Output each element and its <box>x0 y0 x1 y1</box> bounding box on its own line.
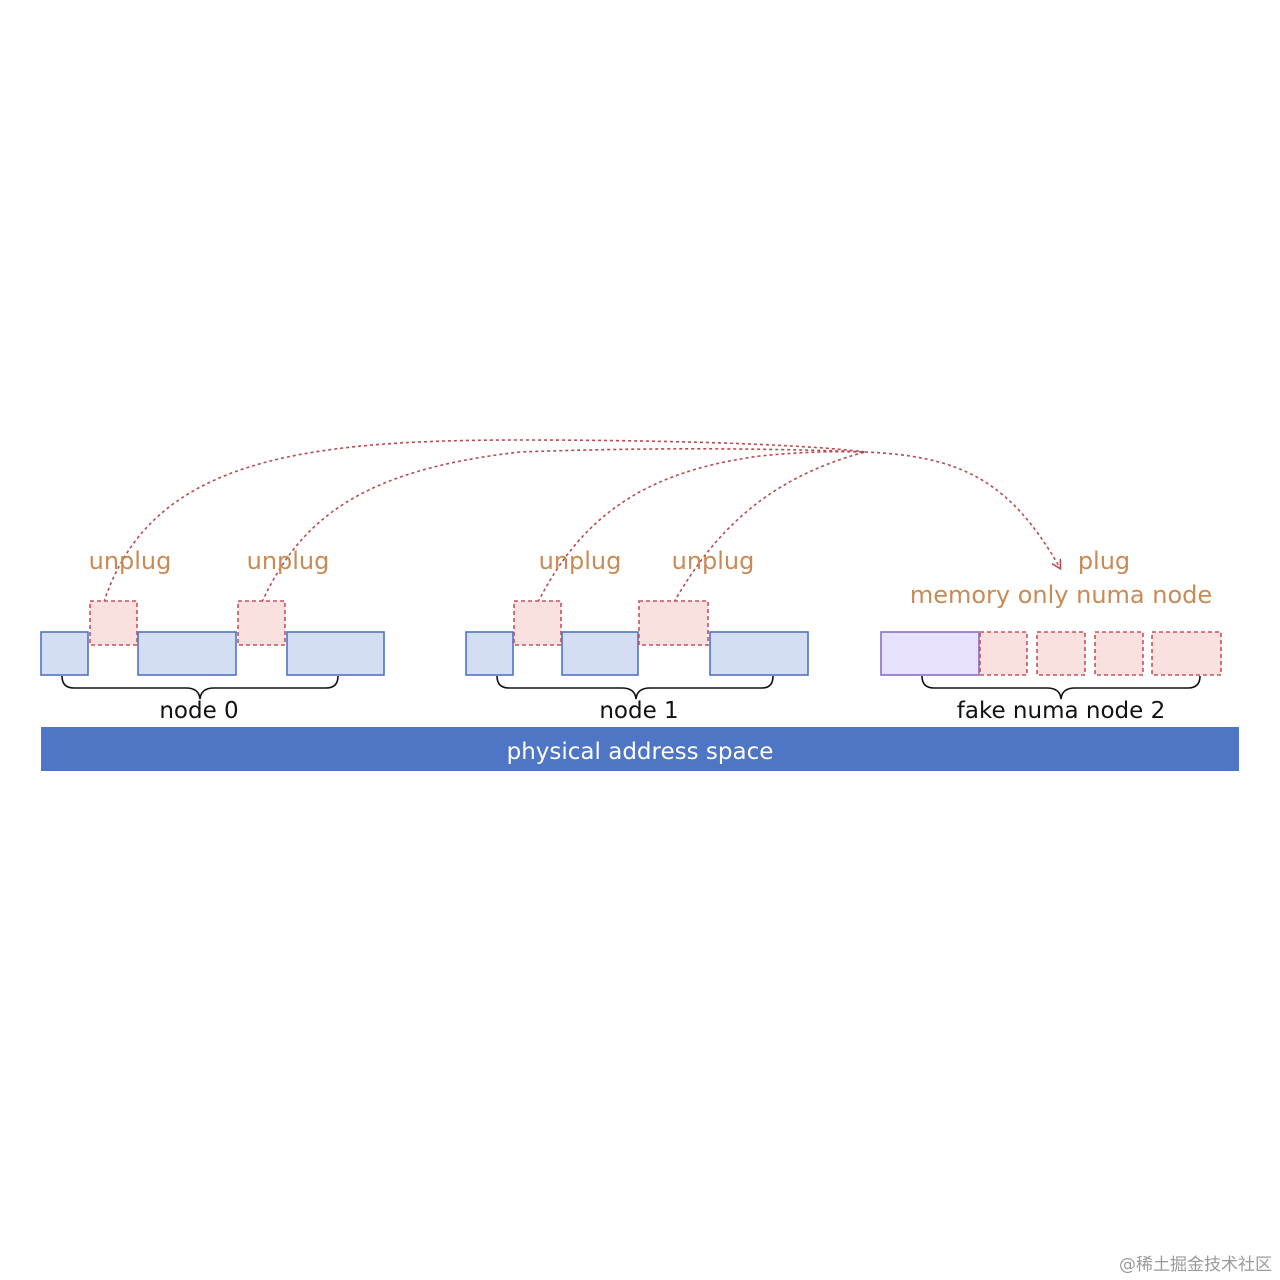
node1-memory-block-2 <box>561 631 639 676</box>
connector-curve-3 <box>537 450 866 603</box>
node-2-group <box>880 631 1222 700</box>
node-1-group <box>465 600 809 700</box>
node0-memory-block-3 <box>286 631 385 676</box>
node1-unplugged-block-1 <box>513 600 562 646</box>
node2-brace <box>921 675 1201 700</box>
watermark: @稀土掘金技术社区 <box>1119 1255 1272 1275</box>
address-space-label: physical address space <box>507 739 774 765</box>
connector-curve-4 <box>673 451 866 603</box>
connector-curve-1 <box>103 439 866 603</box>
connector-curve-2 <box>261 448 866 603</box>
node2-plugged-block-4 <box>1151 631 1222 676</box>
unplug-label-3: unplug <box>539 547 622 575</box>
node0-unplugged-block-2 <box>237 600 286 646</box>
node1-unplugged-block-2 <box>638 600 709 646</box>
node-0-group <box>40 600 385 700</box>
unplug-label-1: unplug <box>89 547 172 575</box>
node2-label: fake numa node 2 <box>957 698 1165 724</box>
node2-plugged-block-2 <box>1036 631 1086 676</box>
node1-brace <box>496 675 774 700</box>
node0-brace <box>61 675 339 700</box>
node2-plugged-block-1 <box>979 631 1028 676</box>
node0-unplugged-block-1 <box>89 600 138 646</box>
plug-arrow <box>864 451 1060 568</box>
unplug-label-2: unplug <box>247 547 330 575</box>
node0-memory-block-2 <box>137 631 237 676</box>
unplug-label-4: unplug <box>672 547 755 575</box>
physical-address-bar <box>41 727 1239 771</box>
node0-label: node 0 <box>159 698 238 724</box>
node1-memory-block-1 <box>465 631 514 676</box>
node1-label: node 1 <box>599 698 678 724</box>
memory-only-label: memory only numa node <box>910 581 1212 609</box>
node2-plugged-block-3 <box>1094 631 1144 676</box>
node0-memory-block-1 <box>40 631 89 676</box>
plug-label: plug <box>1078 547 1130 575</box>
node1-memory-block-3 <box>709 631 809 676</box>
node2-memory-block <box>880 631 980 676</box>
